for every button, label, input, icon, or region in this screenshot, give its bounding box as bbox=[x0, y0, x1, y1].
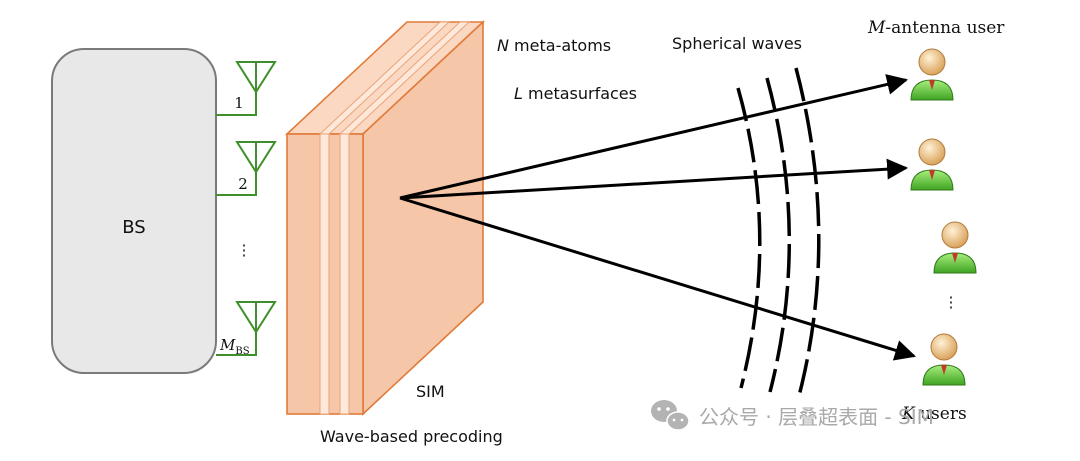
beam-arrow-2 bbox=[399, 158, 909, 200]
antenna-icon-2 bbox=[216, 141, 277, 196]
spherical-waves-label: Spherical waves bbox=[672, 34, 802, 53]
user-icon-k bbox=[922, 333, 966, 386]
user-icon-2 bbox=[910, 138, 954, 191]
antenna-ellipsis: ⋮ bbox=[237, 241, 252, 259]
metasurfaces-label: L metasurfaces bbox=[514, 84, 637, 103]
watermark: 公众号 · 层叠超表面 - SIM bbox=[651, 400, 934, 431]
k-users-label: K users bbox=[901, 404, 967, 424]
user-icon-3 bbox=[933, 221, 977, 274]
antenna-label-1: 1 bbox=[234, 94, 244, 112]
meta-atoms-label: N meta-atoms bbox=[497, 36, 611, 55]
bs-label: BS bbox=[122, 217, 145, 238]
sim-caption: Wave-based precoding bbox=[320, 427, 503, 446]
bs-antenna-array bbox=[216, 61, 277, 356]
antenna-label-mbs: MBS bbox=[219, 336, 250, 357]
base-station: BS bbox=[51, 48, 217, 374]
antenna-label-2: 2 bbox=[238, 175, 248, 193]
sim-block bbox=[284, 20, 486, 416]
beam-arrows bbox=[399, 74, 917, 361]
antenna-icon-1 bbox=[216, 61, 277, 116]
antenna-user-label: M-antenna user bbox=[867, 18, 1005, 38]
watermark-text: 公众号 · 层叠超表面 - SIM bbox=[699, 405, 934, 429]
antenna-icon-mbs bbox=[216, 301, 277, 356]
sim-label: SIM bbox=[416, 382, 445, 401]
wechat-icon bbox=[651, 400, 690, 431]
spherical-waves bbox=[736, 67, 821, 397]
user-icon-1 bbox=[910, 48, 954, 101]
beam-arrow-3 bbox=[399, 196, 917, 361]
users-ellipsis: ⋮ bbox=[944, 293, 959, 311]
beam-arrow-1 bbox=[399, 74, 909, 200]
